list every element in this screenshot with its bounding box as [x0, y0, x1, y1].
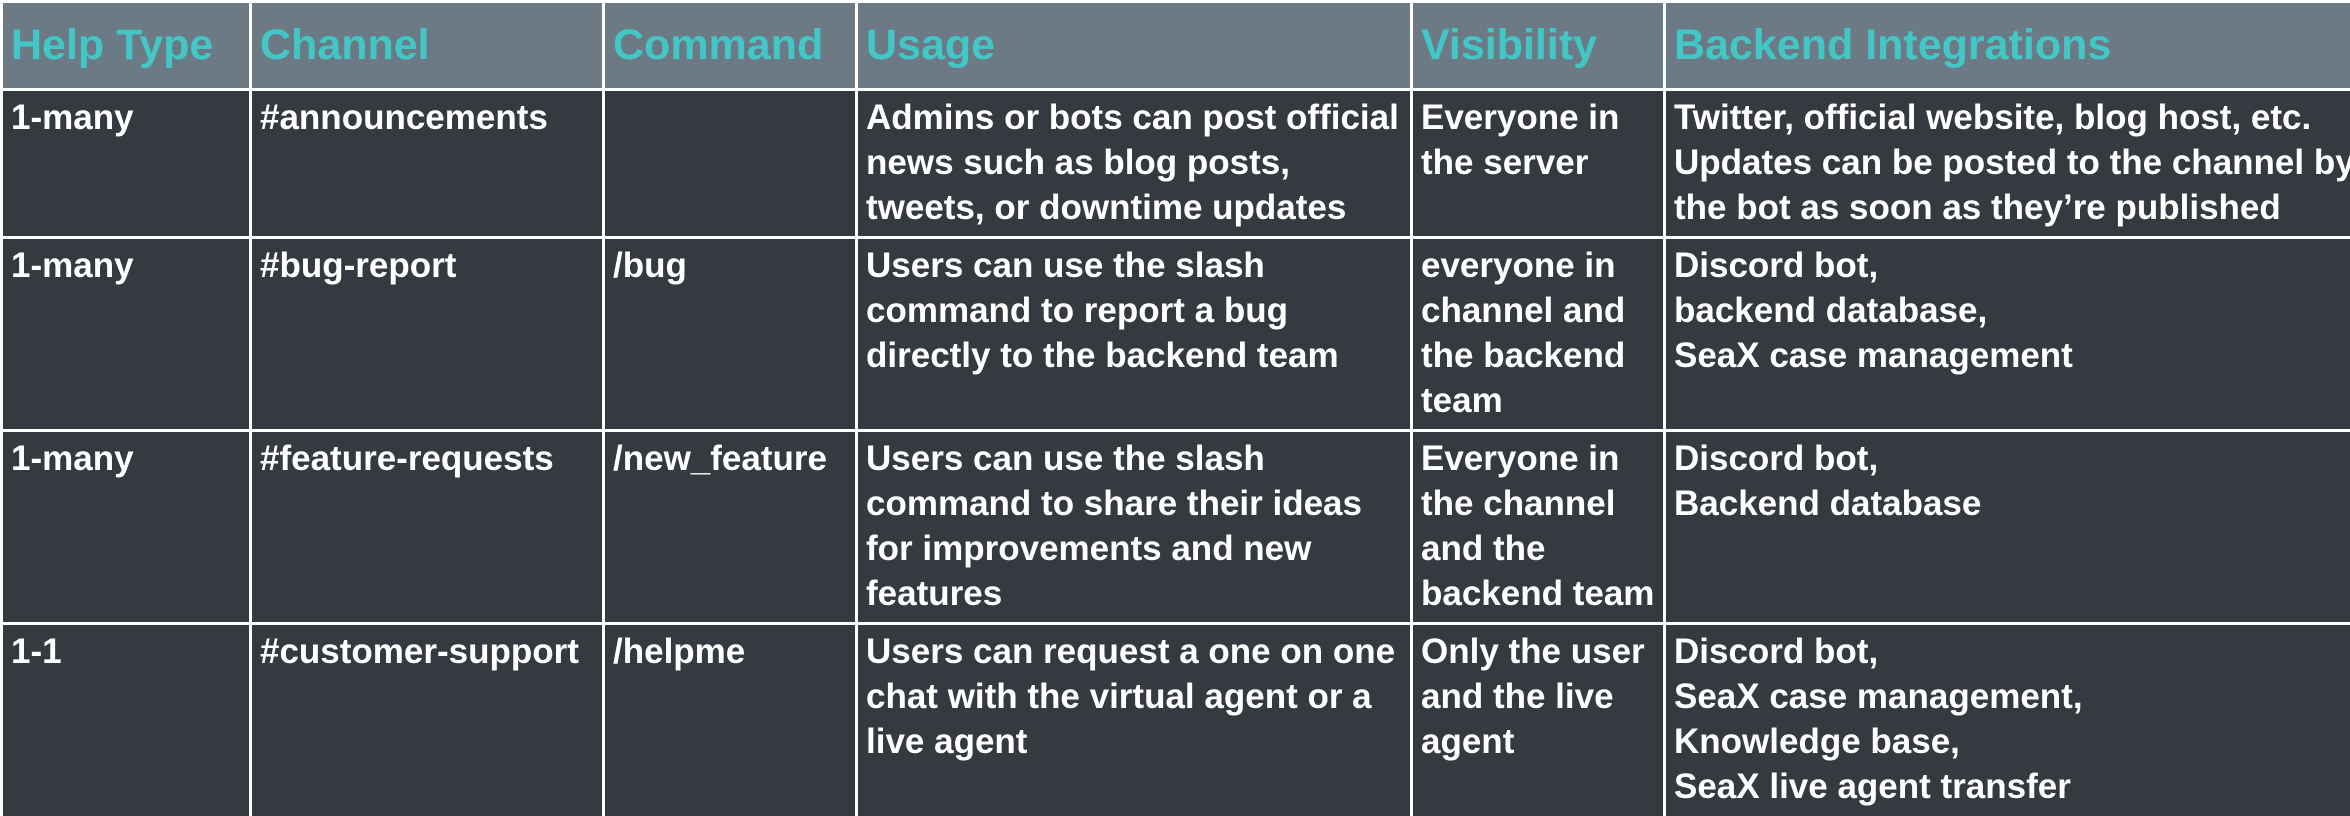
- cell-integrations: Discord bot, backend database, SeaX case…: [1663, 236, 2350, 432]
- table-header-row: Help Type Channel Command Usage Visibili…: [0, 0, 2350, 91]
- usage-line: tweets, or downtime updates: [866, 188, 1347, 227]
- visibility-line: the server: [1421, 143, 1589, 182]
- cell-channel: #announcements: [249, 88, 605, 239]
- table-row: 1-many #bug-report /bug Users can use th…: [0, 236, 2350, 432]
- integration-line: Knowledge base,: [1674, 722, 1960, 761]
- table-row: 1-many #announcements Admins or bots can…: [0, 88, 2350, 239]
- integration-line: Discord bot,: [1674, 246, 1879, 285]
- cell-integrations: Discord bot, Backend database: [1663, 429, 2350, 625]
- header-visibility: Visibility: [1410, 0, 1666, 91]
- header-help-type: Help Type: [0, 0, 252, 91]
- visibility-line: backend team: [1421, 574, 1655, 613]
- cell-channel: #customer-support: [249, 622, 605, 816]
- usage-line: command to report a bug: [866, 291, 1288, 330]
- table-row: 1-many #feature-requests /new_feature Us…: [0, 429, 2350, 625]
- usage-line: Users can request a one on one: [866, 632, 1396, 671]
- visibility-line: and the: [1421, 529, 1546, 568]
- cell-integrations: Twitter, official website, blog host, et…: [1663, 88, 2350, 239]
- header-usage: Usage: [855, 0, 1413, 91]
- visibility-line: everyone in: [1421, 246, 1616, 285]
- visibility-line: channel and: [1421, 291, 1626, 330]
- cell-visibility: Everyone in the server: [1410, 88, 1666, 239]
- cell-channel: #bug-report: [249, 236, 605, 432]
- visibility-line: the backend: [1421, 336, 1626, 375]
- usage-line: chat with the virtual agent or a: [866, 677, 1372, 716]
- usage-line: Users can use the slash: [866, 439, 1265, 478]
- usage-line: news such as blog posts,: [866, 143, 1290, 182]
- integration-line: Twitter, official website, blog host, et…: [1674, 98, 2312, 137]
- usage-line: directly to the backend team: [866, 336, 1339, 375]
- integration-line: backend database,: [1674, 291, 1988, 330]
- usage-line: live agent: [866, 722, 1028, 761]
- cell-command: /bug: [602, 236, 858, 432]
- header-command: Command: [602, 0, 858, 91]
- cell-usage: Admins or bots can post official news su…: [855, 88, 1413, 239]
- cell-command: [602, 88, 858, 239]
- table-row: 1-1 #customer-support /helpme Users can …: [0, 622, 2350, 816]
- integration-line: Discord bot,: [1674, 632, 1879, 671]
- cell-usage: Users can use the slash command to repor…: [855, 236, 1413, 432]
- cell-visibility: Everyone in the channel and the backend …: [1410, 429, 1666, 625]
- cell-visibility: Only the user and the live agent: [1410, 622, 1666, 816]
- cell-help-type: 1-many: [0, 236, 252, 432]
- cell-integrations: Discord bot, SeaX case management, Knowl…: [1663, 622, 2350, 816]
- cell-channel: #feature-requests: [249, 429, 605, 625]
- visibility-line: and the live: [1421, 677, 1614, 716]
- visibility-line: team: [1421, 381, 1503, 420]
- integration-line: Backend database: [1674, 484, 1982, 523]
- cell-command: /helpme: [602, 622, 858, 816]
- cell-help-type: 1-1: [0, 622, 252, 816]
- integration-line: SeaX live agent transfer: [1674, 767, 2071, 806]
- usage-line: features: [866, 574, 1003, 613]
- cell-usage: Users can use the slash command to share…: [855, 429, 1413, 625]
- cell-command: /new_feature: [602, 429, 858, 625]
- visibility-line: agent: [1421, 722, 1515, 761]
- usage-line: command to share their ideas: [866, 484, 1362, 523]
- header-channel: Channel: [249, 0, 605, 91]
- cell-help-type: 1-many: [0, 88, 252, 239]
- cell-help-type: 1-many: [0, 429, 252, 625]
- integration-line: SeaX case management: [1674, 336, 2073, 375]
- cell-usage: Users can request a one on one chat with…: [855, 622, 1413, 816]
- usage-line: Users can use the slash: [866, 246, 1265, 285]
- integration-line: Updates can be posted to the channel by: [1674, 143, 2350, 182]
- cell-visibility: everyone in channel and the backend team: [1410, 236, 1666, 432]
- visibility-line: Everyone in: [1421, 98, 1620, 137]
- usage-line: Admins or bots can post official: [866, 98, 1399, 137]
- integration-line: SeaX case management,: [1674, 677, 2083, 716]
- visibility-line: the channel: [1421, 484, 1616, 523]
- visibility-line: Only the user: [1421, 632, 1645, 671]
- usage-line: for improvements and new: [866, 529, 1312, 568]
- visibility-line: Everyone in: [1421, 439, 1620, 478]
- integration-line: Discord bot,: [1674, 439, 1879, 478]
- header-backend-integrations: Backend Integrations: [1663, 0, 2350, 91]
- integration-line: the bot as soon as they’re published: [1674, 188, 2281, 227]
